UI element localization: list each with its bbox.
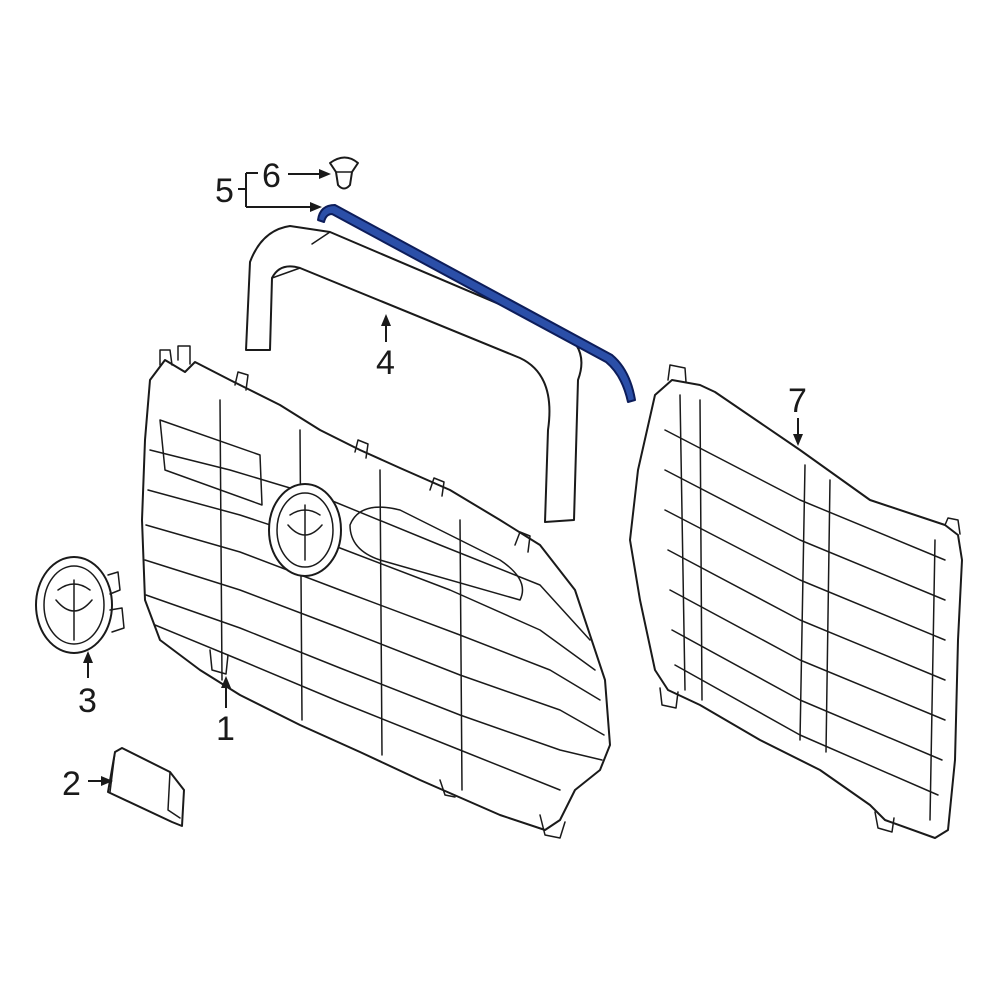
callout-4: 4: [376, 344, 395, 382]
leaders: [83, 169, 803, 786]
callout-2: 2: [62, 765, 81, 803]
callout-5: 5: [215, 172, 234, 210]
sensor-bracket-part[interactable]: [107, 747, 185, 827]
shutter-assembly-part[interactable]: [629, 364, 963, 839]
seal-part[interactable]: [317, 204, 636, 403]
callout-3: 3: [78, 682, 97, 720]
callout-labels: 1 2 3 4 5 6 7: [62, 157, 807, 803]
grille-assembly-part[interactable]: [141, 345, 611, 839]
callout-7: 7: [788, 382, 807, 420]
callout-6: 6: [262, 157, 281, 195]
clip-part[interactable]: [329, 156, 359, 190]
callout-1: 1: [216, 710, 235, 748]
upper-molding-part[interactable]: [245, 225, 583, 523]
emblem-part[interactable]: [35, 556, 125, 654]
